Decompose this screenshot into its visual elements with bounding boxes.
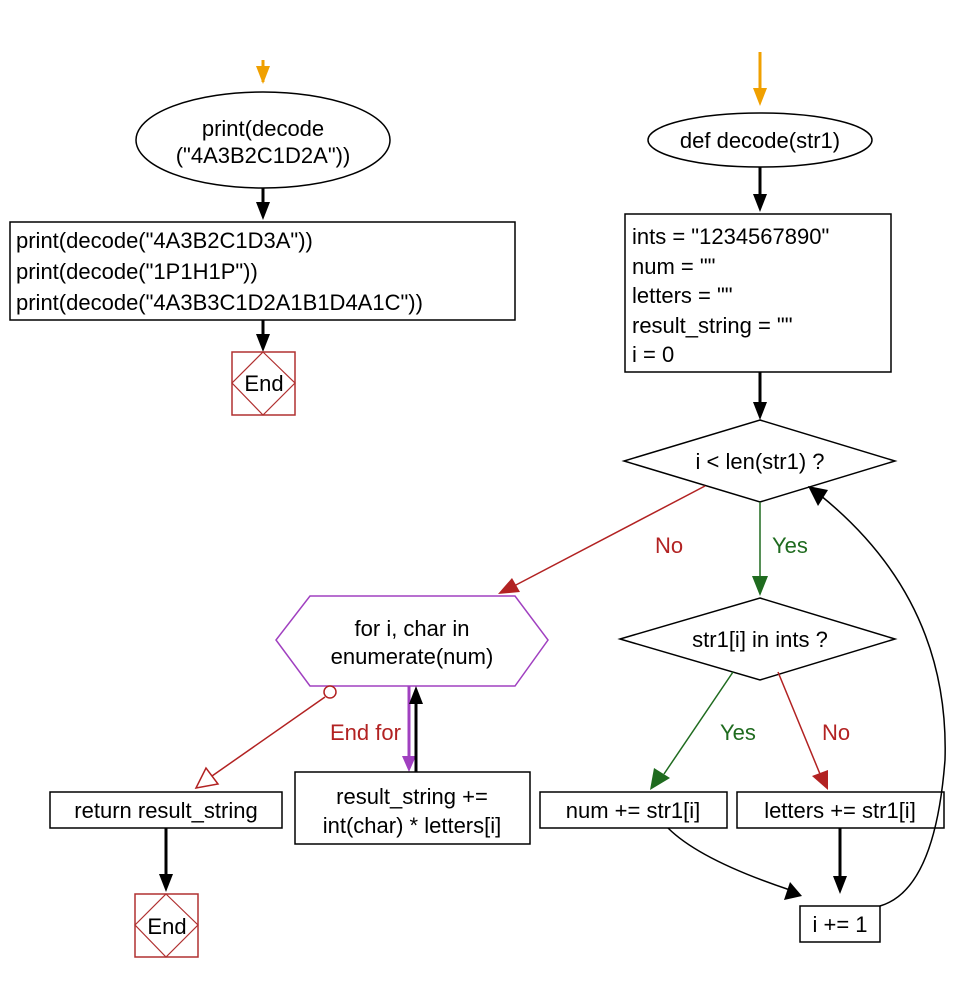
in-ints-condition: str1[i] in ints ?: [617, 597, 898, 681]
arrow-num-to-inc: [667, 827, 802, 900]
no-label-1: No: [655, 533, 683, 558]
left-end-node: End: [231, 351, 296, 416]
init-line2: num = "": [632, 254, 716, 279]
end-for-branch: End for: [194, 685, 401, 790]
letters-add-label: letters += str1[i]: [764, 798, 916, 823]
init-line1: ints = "1234567890": [632, 224, 829, 249]
yes-branch-2: Yes: [650, 671, 756, 790]
left-start-node: print(decode ("4A3B2C1D2A")): [135, 91, 391, 189]
init-line5: i = 0: [632, 342, 674, 367]
arrow-left-1: [256, 188, 270, 220]
no-branch-1: No: [498, 485, 706, 594]
no-label-2: No: [822, 720, 850, 745]
left-print-block: print(decode("4A3B2C1D3A")) print(decode…: [9, 221, 516, 321]
increment-block: i += 1: [799, 905, 881, 943]
loop-condition-label: i < len(str1) ?: [696, 449, 825, 474]
yes-label-1: Yes: [772, 533, 808, 558]
arrow-return-to-end: [159, 828, 173, 892]
func-start-node: def decode(str1): [647, 112, 873, 168]
init-line4: result_string = "": [632, 313, 793, 338]
left-block-line1: print(decode("4A3B2C1D3A")): [16, 228, 313, 253]
func-start-label: def decode(str1): [680, 128, 840, 153]
arrow-right-2: [753, 372, 767, 420]
left-start-line1: print(decode: [202, 116, 324, 141]
arrow-letters-to-inc: [833, 828, 847, 894]
left-start-line2: ("4A3B2C1D2A")): [176, 143, 351, 168]
for-loop-node: for i, char in enumerate(num): [275, 595, 549, 687]
left-block-line2: print(decode("1P1H1P")): [16, 259, 258, 284]
in-ints-label: str1[i] in ints ?: [692, 627, 828, 652]
increment-label: i += 1: [812, 912, 867, 937]
return-label: return result_string: [74, 798, 257, 823]
yes-label-2: Yes: [720, 720, 756, 745]
left-end-label: End: [244, 371, 283, 396]
loop-back-arrow: [808, 486, 946, 907]
loop-condition: i < len(str1) ?: [621, 419, 898, 503]
end-for-label: End for: [330, 720, 401, 745]
left-block-line3: print(decode("4A3B3C1D2A1B1D4A1C")): [16, 290, 423, 315]
result-update-line1: result_string +=: [336, 784, 488, 809]
for-loop-line1: for i, char in: [355, 616, 470, 641]
func-end-label: End: [147, 914, 186, 939]
return-block: return result_string: [49, 791, 283, 829]
left-start-arrow: [256, 60, 270, 84]
arrow-right-1: [753, 167, 767, 212]
num-add-label: num += str1[i]: [566, 798, 701, 823]
init-line3: letters = "": [632, 283, 733, 308]
init-block: ints = "1234567890" num = "" letters = "…: [624, 213, 892, 373]
for-body-connectors: [402, 686, 423, 772]
letters-add-block: letters += str1[i]: [736, 791, 945, 829]
yes-branch-1: Yes: [752, 502, 808, 596]
right-start-arrow: [753, 52, 767, 106]
num-add-block: num += str1[i]: [539, 791, 728, 829]
arrow-left-2: [256, 320, 270, 352]
no-branch-2: No: [777, 671, 850, 790]
result-update-line2: int(char) * letters[i]: [323, 813, 502, 838]
for-loop-line2: enumerate(num): [331, 644, 494, 669]
func-end-node: End: [134, 893, 199, 958]
result-update-block: result_string += int(char) * letters[i]: [294, 771, 531, 845]
